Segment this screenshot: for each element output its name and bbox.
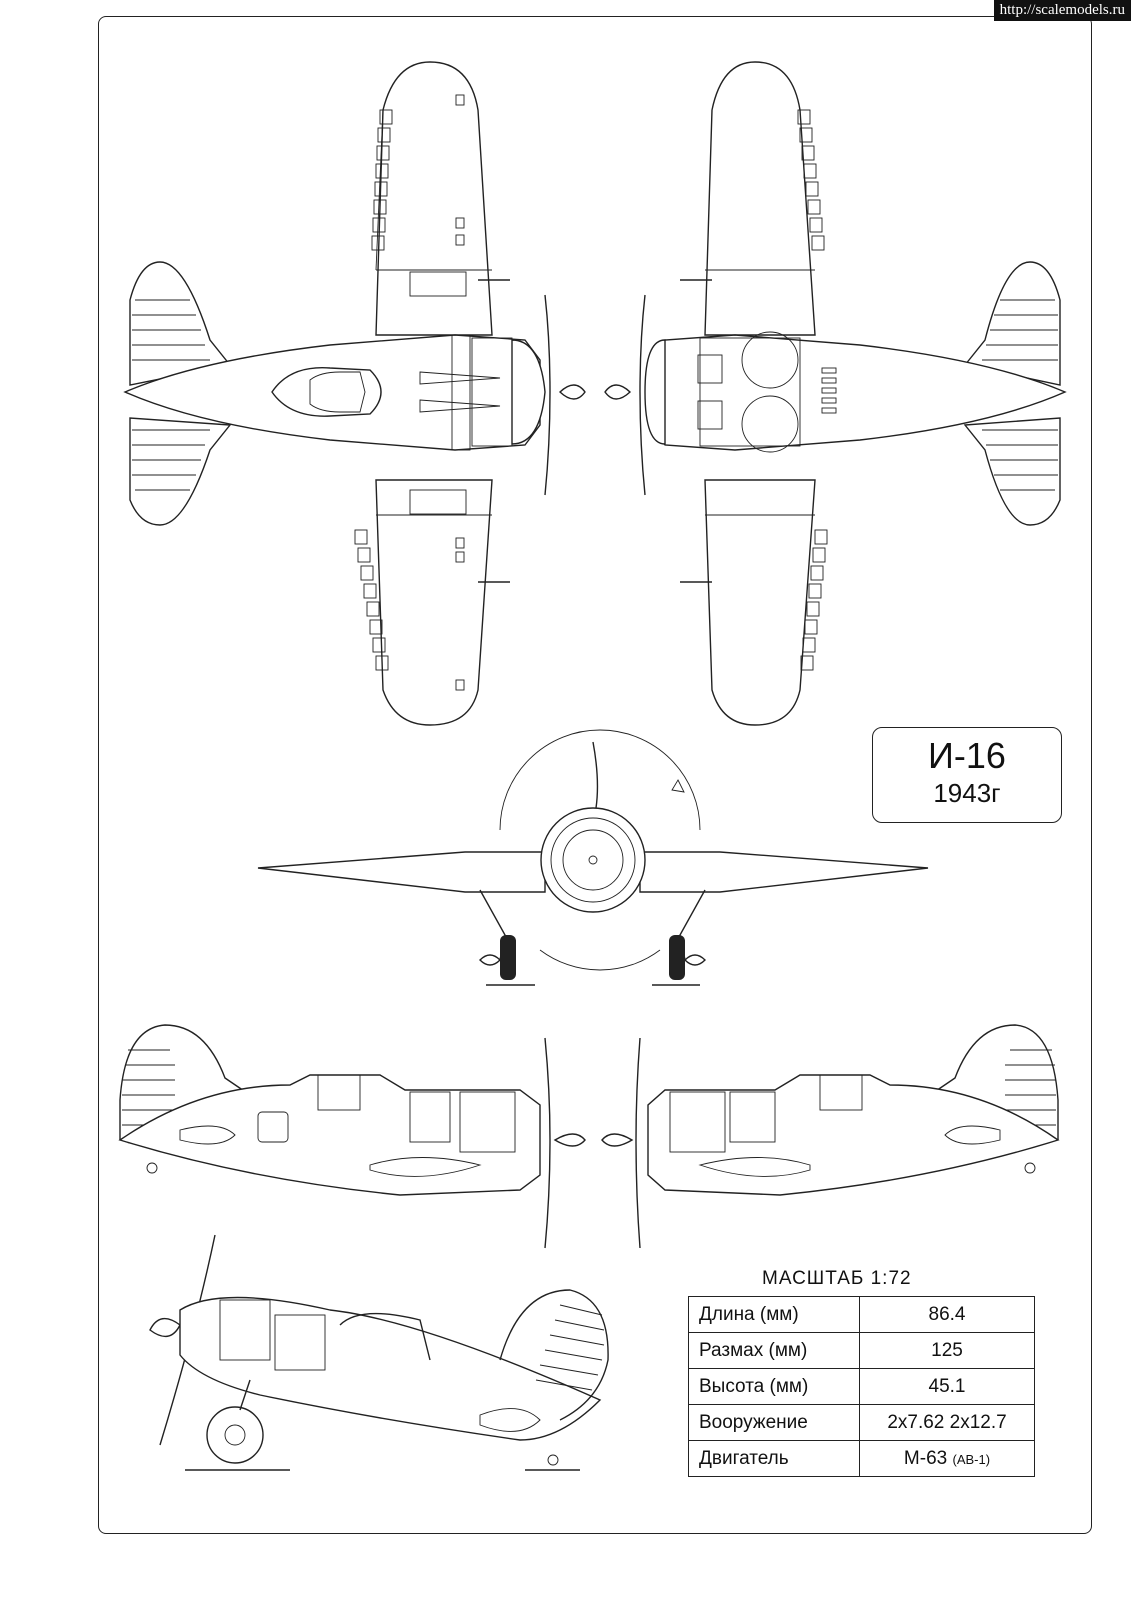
front-view bbox=[257, 729, 929, 986]
specs-row: Размах (мм) 125 bbox=[688, 1332, 1035, 1369]
top-view bbox=[123, 61, 586, 726]
aircraft-year: 1943г bbox=[933, 778, 1001, 808]
title-box: И-16 1943г bbox=[872, 727, 1062, 823]
spec-value: М-63 bbox=[903, 1447, 948, 1469]
spec-note: (АВ-1) bbox=[952, 1451, 991, 1467]
watermark-url: http://scalemodels.ru bbox=[993, 0, 1131, 21]
spec-value: 45.1 bbox=[859, 1368, 1035, 1405]
spec-label: Размах (мм) bbox=[688, 1332, 860, 1369]
specs-table: Длина (мм) 86.4 Размах (мм) 125 Высота (… bbox=[688, 1296, 1035, 1477]
drawing-frame bbox=[98, 16, 1092, 1534]
spec-value-cell: М-63 (АВ-1) bbox=[859, 1440, 1035, 1477]
spec-value: 125 bbox=[859, 1332, 1035, 1369]
specs-row: Длина (мм) 86.4 bbox=[688, 1296, 1035, 1333]
three-quarter-view bbox=[149, 1234, 609, 1471]
side-view-left bbox=[118, 1024, 586, 1249]
scale-label: МАСШТАБ 1:72 bbox=[762, 1268, 912, 1289]
spec-label: Высота (мм) bbox=[688, 1368, 860, 1405]
side-view-right bbox=[601, 1024, 1060, 1249]
bottom-view bbox=[604, 61, 1067, 726]
spec-label: Вооружение bbox=[688, 1404, 860, 1441]
specs-row: Двигатель М-63 (АВ-1) bbox=[688, 1440, 1035, 1477]
specs-row: Вооружение 2х7.62 2х12.7 bbox=[688, 1404, 1035, 1441]
spec-label: Двигатель bbox=[688, 1440, 860, 1477]
aircraft-name: И-16 bbox=[928, 735, 1006, 776]
specs-row: Высота (мм) 45.1 bbox=[688, 1368, 1035, 1405]
spec-value: 86.4 bbox=[859, 1296, 1035, 1333]
spec-label: Длина (мм) bbox=[688, 1296, 860, 1333]
spec-value: 2х7.62 2х12.7 bbox=[859, 1404, 1035, 1441]
